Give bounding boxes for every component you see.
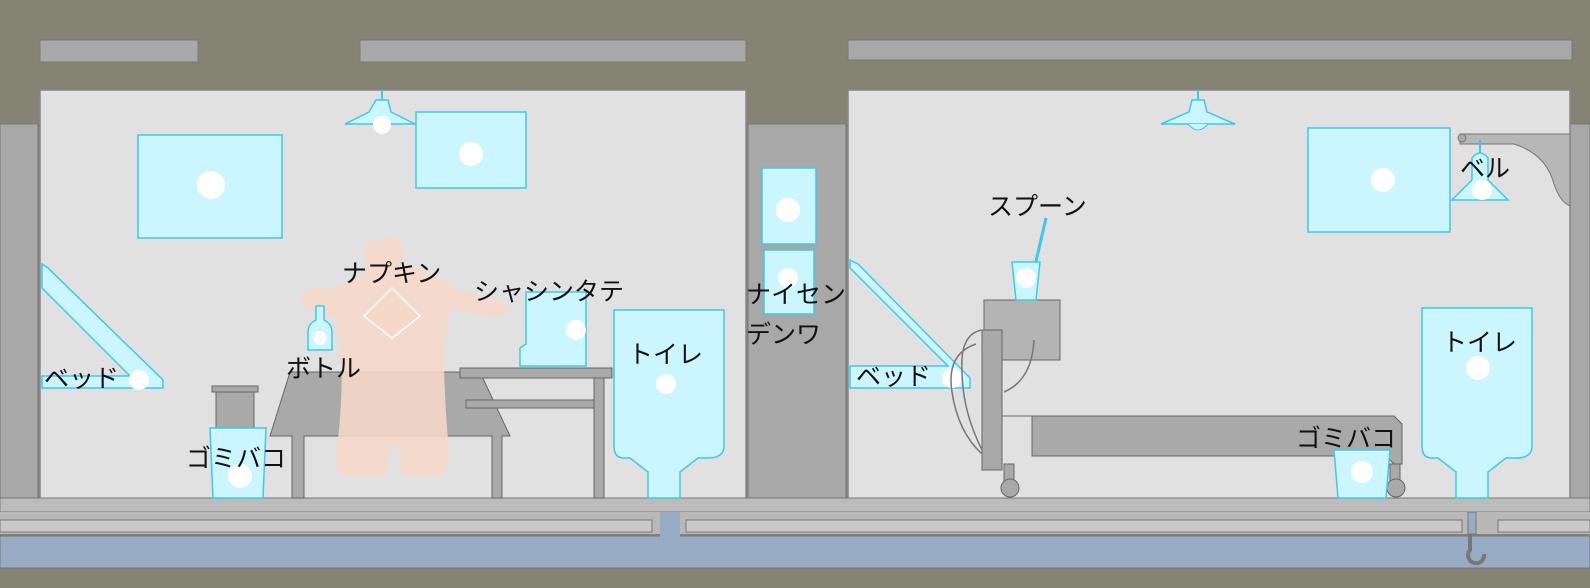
napkin-label: ナプキン [342, 259, 442, 288]
ceiling-strip [359, 39, 747, 63]
intercom-label: ナイセン [746, 280, 847, 309]
right-bed[interactable] [849, 258, 971, 389]
left-room-resident [300, 237, 510, 476]
napkin[interactable] [362, 286, 422, 339]
intercom-panel[interactable] [761, 167, 817, 245]
bell-bracket [1457, 133, 1571, 207]
floor-trim [0, 519, 653, 533]
spoon-label: スプーン [988, 192, 1087, 221]
left-ceiling-lamp[interactable] [344, 90, 416, 134]
left-toilet-label: トイレ [628, 340, 704, 369]
phone-label: デンワ [746, 320, 822, 349]
floor-pipe-channel [0, 535, 1590, 569]
ceiling-strip [847, 39, 1573, 61]
phone-panel[interactable] [763, 249, 815, 315]
right-ceiling-lamp[interactable] [1160, 90, 1236, 131]
right-outer-pillar [1569, 123, 1590, 501]
hook-pipe [1466, 512, 1487, 566]
left-wall-poster-large[interactable] [137, 134, 283, 239]
right-wall-poster[interactable] [1307, 127, 1451, 233]
photo-stand-label: シャシンタテ [474, 277, 625, 306]
hook-pipe-top [1467, 511, 1477, 535]
right-bed-label: ベッド [856, 362, 932, 391]
left-wall-poster-small[interactable] [415, 111, 527, 189]
bell[interactable] [1450, 140, 1510, 201]
floor-slab [0, 497, 1590, 513]
bell-label: ベル [1460, 154, 1511, 183]
floor-trim [1497, 519, 1590, 533]
gurney [950, 299, 1406, 498]
spoon-cup[interactable] [1011, 217, 1048, 301]
ceiling-strip [39, 39, 199, 63]
bottle[interactable] [307, 305, 333, 351]
left-outer-pillar [0, 123, 39, 501]
floor-trim [685, 519, 1463, 533]
left-bed-label: ベッド [44, 364, 120, 393]
left-toilet[interactable] [613, 309, 725, 499]
drain-pipe [660, 512, 680, 538]
left-trash-can[interactable] [209, 385, 267, 499]
right-trash-label: ゴミバコ [1296, 424, 1397, 453]
right-toilet-label: トイレ [1442, 328, 1518, 357]
right-toilet[interactable] [1421, 307, 1533, 499]
photo-stand[interactable] [519, 291, 587, 367]
left-bed[interactable] [41, 262, 164, 390]
right-trash-can[interactable] [1333, 449, 1391, 499]
left-trash-label: ゴミバコ [186, 444, 287, 473]
bottle-label: ボトル [286, 354, 362, 383]
